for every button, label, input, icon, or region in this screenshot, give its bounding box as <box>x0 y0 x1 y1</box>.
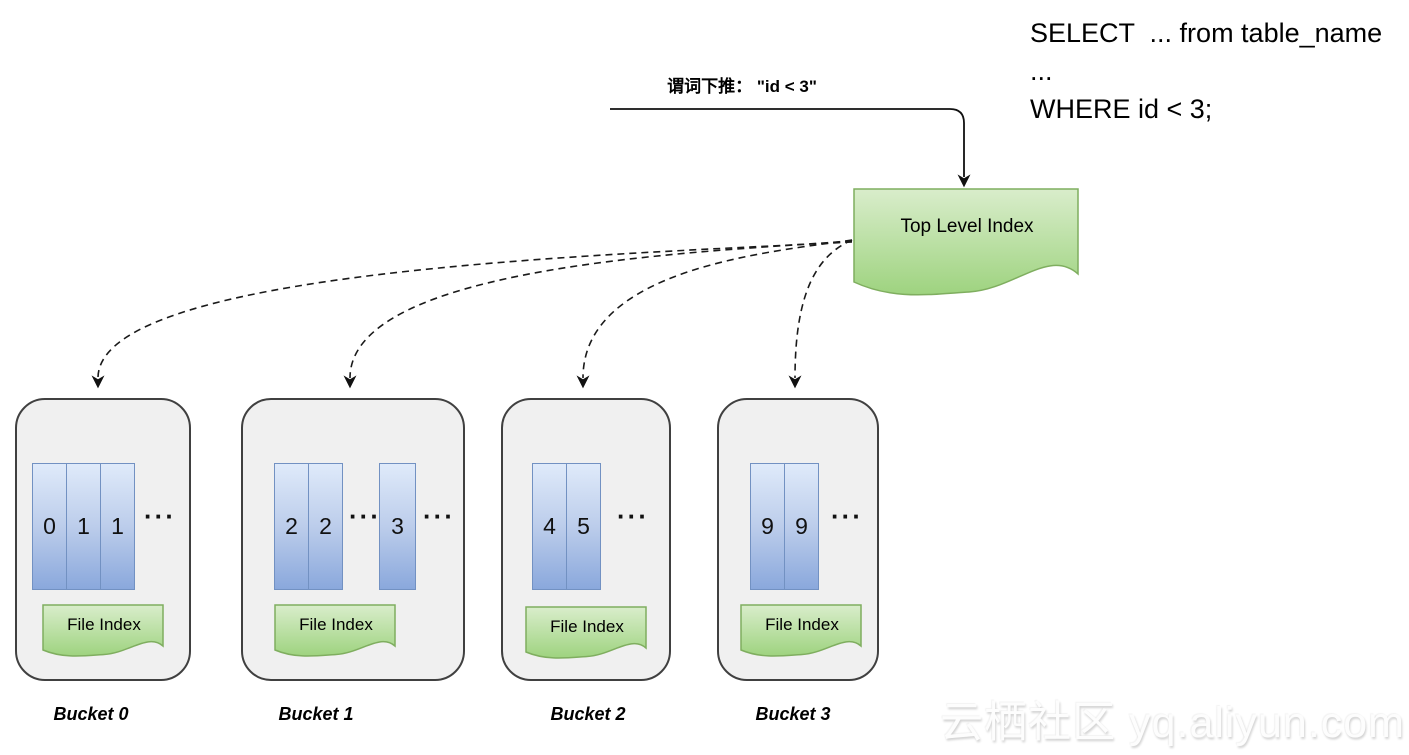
document-shape <box>853 188 1079 296</box>
file-index-doc: File Index <box>274 604 398 662</box>
dashed-arrow-bucket-1 <box>343 240 853 389</box>
document-shape <box>274 604 396 657</box>
pushdown-arrow <box>610 108 971 188</box>
column-cell: 2 <box>274 463 309 590</box>
dashed-arrow-bucket-2 <box>576 239 853 389</box>
file-index-doc: File Index <box>525 606 649 664</box>
document-shape <box>740 604 862 657</box>
sql-query-text: SELECT ... from table_name ... WHERE id … <box>1030 14 1382 128</box>
column-cell: 1 <box>66 463 101 590</box>
column-cell: 4 <box>532 463 567 590</box>
bucket-0: 0 1 1 ··· File Index <box>15 398 191 681</box>
ellipsis: ··· <box>144 501 176 531</box>
ellipsis: ··· <box>349 501 381 531</box>
column-cell: 2 <box>308 463 343 590</box>
sql-line-1: SELECT ... from table_name <box>1030 18 1383 48</box>
column-cell: 0 <box>32 463 67 590</box>
bucket-2-caption: Bucket 2 <box>550 704 626 724</box>
bucket-3-caption: Bucket 3 <box>755 704 831 724</box>
dashed-arrow-bucket-0 <box>91 241 853 389</box>
ellipsis: ··· <box>831 501 863 531</box>
dashed-arrow-bucket-3 <box>788 239 853 389</box>
column-cell: 9 <box>784 463 819 590</box>
column-cell: 9 <box>750 463 785 590</box>
ellipsis: ··· <box>617 501 649 531</box>
file-index-doc: File Index <box>740 604 864 662</box>
file-index-label: File Index <box>67 615 141 634</box>
file-index-doc: File Index <box>42 604 166 662</box>
bucket-1: 2 2 ··· 3 ··· File Index <box>241 398 465 681</box>
predicate-pushdown-label: 谓词下推： "id < 3" <box>667 77 817 96</box>
top-level-index-label: Top Level Index <box>900 216 1034 237</box>
file-index-label: File Index <box>550 617 624 636</box>
bucket-3: 9 9 ··· File Index <box>717 398 879 681</box>
watermark: 云栖社区 yq.aliyun.com <box>940 699 1405 747</box>
top-level-index-doc: Top Level Index <box>853 188 1081 302</box>
bucket-0-caption: Bucket 0 <box>53 704 129 724</box>
column-cell: 5 <box>566 463 601 590</box>
column-cell: 3 <box>379 463 416 590</box>
sql-line-2: ... <box>1030 56 1053 86</box>
bucket-2: 4 5 ··· File Index <box>501 398 671 681</box>
document-shape <box>42 604 164 657</box>
file-index-label: File Index <box>299 615 373 634</box>
sql-line-3: WHERE id < 3; <box>1030 94 1213 124</box>
document-shape <box>525 606 647 659</box>
bucket-1-extra-column: 3 <box>379 463 416 590</box>
ellipsis: ··· <box>423 501 455 531</box>
bucket-1-caption: Bucket 1 <box>278 704 354 724</box>
bucket-3-columns: 9 9 <box>750 463 819 590</box>
file-index-label: File Index <box>765 615 839 634</box>
bucket-2-columns: 4 5 <box>532 463 601 590</box>
column-cell: 1 <box>100 463 135 590</box>
bucket-0-columns: 0 1 1 <box>32 463 135 590</box>
bucket-1-columns: 2 2 <box>274 463 343 590</box>
